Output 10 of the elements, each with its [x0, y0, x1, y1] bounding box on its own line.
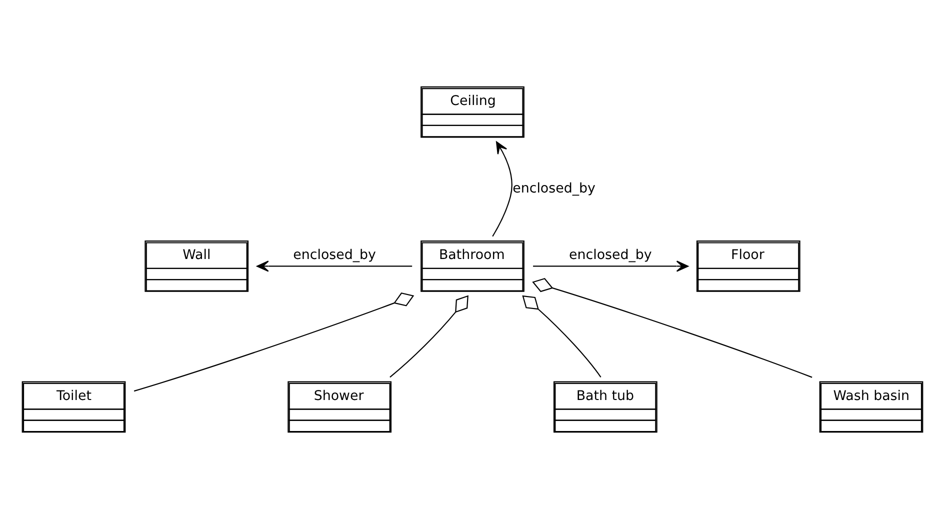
edge-label: enclosed_by: [293, 248, 376, 264]
connector: [532, 278, 812, 378]
arrow: [533, 260, 689, 272]
arrow: [492, 141, 512, 237]
arrow: [256, 260, 412, 272]
connector: [134, 292, 414, 392]
edge-label: enclosed_by: [512, 182, 596, 197]
connector: [390, 295, 468, 378]
connector: [522, 295, 602, 378]
edge-label: enclosed_by: [569, 248, 652, 264]
